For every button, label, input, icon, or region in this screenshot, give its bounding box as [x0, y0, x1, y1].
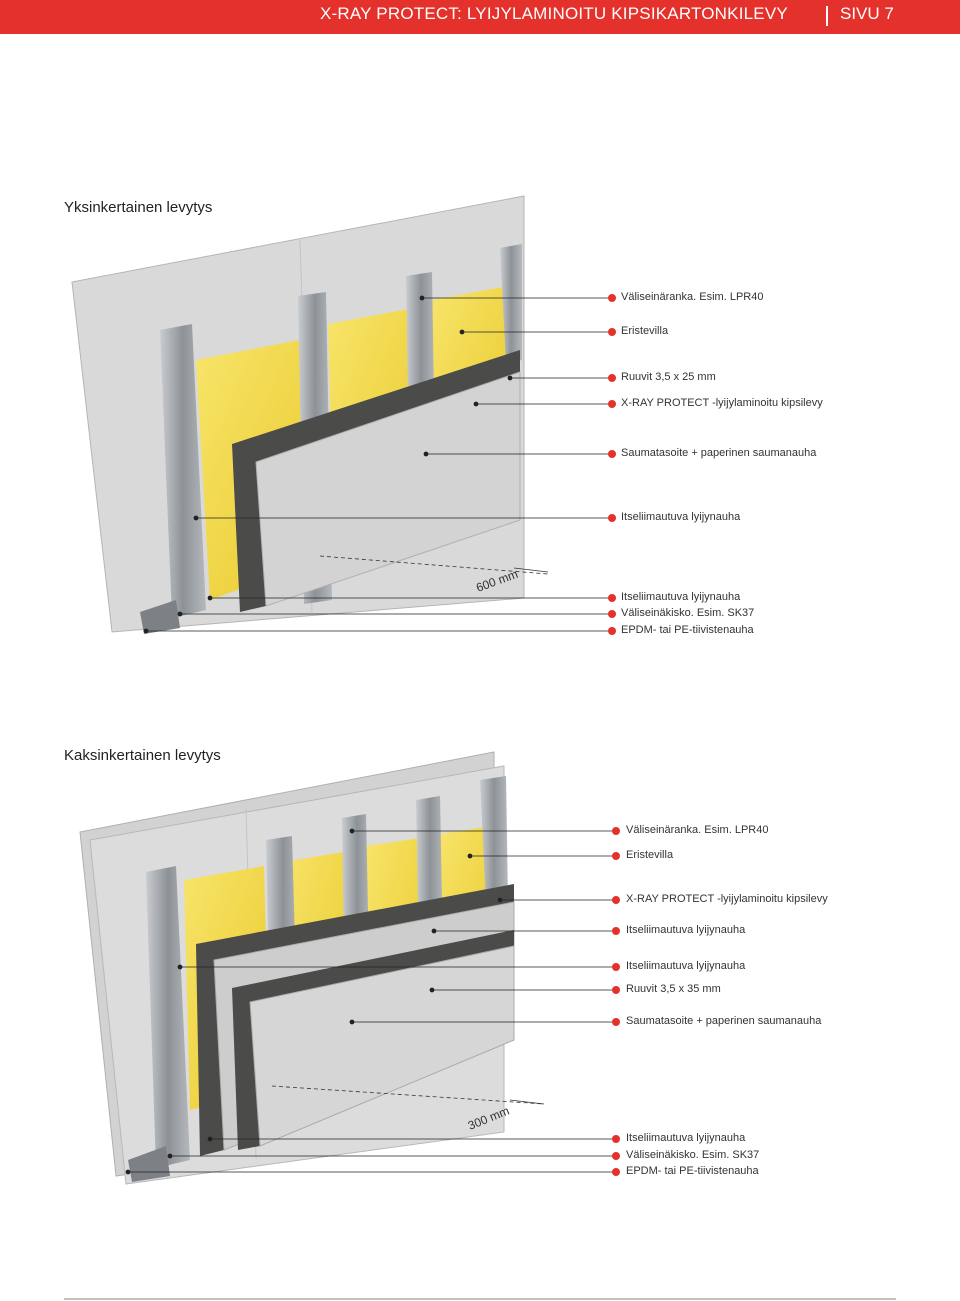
label-2-track: Väliseinäkisko. Esim. SK37 — [626, 1149, 760, 1161]
front-board-2b — [249, 945, 515, 1147]
label-2-lead-tape-b: Itseliimautuva lyijynauha — [626, 960, 746, 972]
label-1-insulation: Eristevilla — [621, 325, 669, 337]
label-1-track: Väliseinäkisko. Esim. SK37 — [621, 607, 755, 619]
label-2-joint: Saumatasoite + paperinen saumanauha — [626, 1015, 822, 1027]
header-bar: X-RAY PROTECT: LYIJYLAMINOITU KIPSIKARTO… — [0, 0, 960, 34]
front-board-1 — [255, 371, 521, 607]
bottom-track-1 — [140, 600, 180, 634]
label-dots-2 — [612, 827, 620, 1176]
label-1-stud: Väliseinäranka. Esim. LPR40 — [621, 291, 764, 303]
label-2-stud: Väliseinäranka. Esim. LPR40 — [626, 824, 769, 836]
lead-tape-2b — [232, 930, 514, 1150]
label-dots-1 — [608, 294, 616, 635]
leader-lines-1 — [143, 295, 612, 634]
section2-title: Kaksinkertainen levytys — [64, 747, 221, 764]
label-1-joint: Saumatasoite + paperinen saumanauha — [621, 447, 817, 459]
label-1-seal: EPDM- tai PE-tiivistenauha — [621, 624, 754, 636]
page-number: SIVU 7 — [840, 4, 894, 23]
label-2-seal: EPDM- tai PE-tiivistenauha — [626, 1165, 759, 1177]
label-2-board: X-RAY PROTECT -lyijylaminoitu kipsilevy — [626, 893, 828, 905]
leader-lines-2 — [125, 828, 616, 1175]
label-2-lead-tape-c: Itseliimautuva lyijynauha — [626, 1132, 746, 1144]
header-divider — [826, 6, 828, 26]
label-1-lead-tape-a: Itseliimautuva lyijynauha — [621, 511, 741, 523]
label-1-board: X-RAY PROTECT -lyijylaminoitu kipsilevy — [621, 397, 823, 409]
label-2-lead-tape-a: Itseliimautuva lyijynauha — [626, 924, 746, 936]
label-2-insulation: Eristevilla — [626, 849, 674, 861]
label-1-lead-tape-b: Itseliimautuva lyijynauha — [621, 591, 741, 603]
label-1-screws: Ruuvit 3,5 x 25 mm — [621, 371, 716, 383]
label-2-screws: Ruuvit 3,5 x 35 mm — [626, 983, 721, 995]
footer-divider — [64, 1298, 896, 1300]
lead-tape-1 — [232, 350, 520, 612]
header-title: X-RAY PROTECT: LYIJYLAMINOITU KIPSIKARTO… — [320, 4, 788, 23]
section1-title: Yksinkertainen levytys — [64, 199, 213, 216]
bottom-track-2 — [128, 1146, 170, 1182]
